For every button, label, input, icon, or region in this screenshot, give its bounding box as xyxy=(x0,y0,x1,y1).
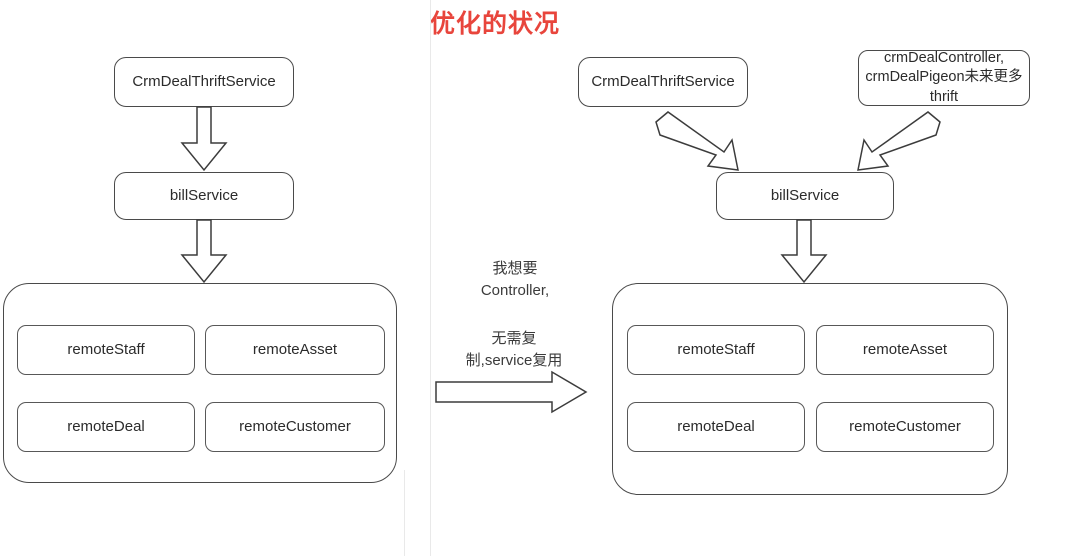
right-remoteasset-box[interactable]: remoteAsset xyxy=(816,325,994,375)
block-arrow-right-icon xyxy=(435,370,588,416)
right-remotestaff-label: remoteStaff xyxy=(677,341,755,359)
right-crmdealcontroller-box[interactable]: crmDealController, crmDealPigeon未来更多 thr… xyxy=(858,50,1030,106)
page-title: 优化的状况 xyxy=(430,10,561,38)
left-remoteasset-label: remoteAsset xyxy=(252,341,338,359)
left-remotestaff-box[interactable]: remoteStaff xyxy=(17,325,195,375)
right-billservice-box[interactable]: billService xyxy=(716,172,894,220)
block-arrow-down-icon-left-2 xyxy=(176,219,232,284)
left-remotecustomer-box[interactable]: remoteCustomer xyxy=(205,402,385,452)
right-crmdealthriftservice-label: CrmDealThriftService xyxy=(591,73,735,91)
left-remotestaff-label: remoteStaff xyxy=(67,341,145,359)
left-remotedeal-box[interactable]: remoteDeal xyxy=(17,402,195,452)
block-arrow-down-icon-right xyxy=(776,219,832,284)
left-billservice-label: billService xyxy=(169,187,239,205)
block-arrow-down-icon-left-1 xyxy=(176,106,232,172)
annotation-no-copy-reuse: 无需复 制,service复用 xyxy=(465,330,563,369)
right-billservice-label: billService xyxy=(770,187,840,205)
left-remotedeal-label: remoteDeal xyxy=(67,418,145,436)
left-remote-service-group: remoteStaff remoteAsset remoteDeal remot… xyxy=(3,283,397,483)
left-remoteasset-box[interactable]: remoteAsset xyxy=(205,325,385,375)
right-remotecustomer-box[interactable]: remoteCustomer xyxy=(816,402,994,452)
left-crmdealthriftservice-box[interactable]: CrmDealThriftService xyxy=(114,57,294,107)
right-remotestaff-box[interactable]: remoteStaff xyxy=(627,325,805,375)
panel-divider-right xyxy=(430,0,431,556)
right-remotedeal-label: remoteDeal xyxy=(677,418,755,436)
right-crmdealthriftservice-box[interactable]: CrmDealThriftService xyxy=(578,57,748,107)
right-remotecustomer-label: remoteCustomer xyxy=(849,418,961,436)
block-arrow-down-right-icon xyxy=(652,110,748,176)
left-remotecustomer-label: remoteCustomer xyxy=(239,418,351,436)
right-remote-service-group: remoteStaff remoteAsset remoteDeal remot… xyxy=(612,283,1008,495)
panel-divider-left xyxy=(404,470,405,556)
left-crmdealthriftservice-label: CrmDealThriftService xyxy=(132,73,276,91)
left-billservice-box[interactable]: billService xyxy=(114,172,294,220)
right-remotedeal-box[interactable]: remoteDeal xyxy=(627,402,805,452)
block-arrow-down-left-icon xyxy=(848,110,944,176)
right-remoteasset-label: remoteAsset xyxy=(862,341,948,359)
annotation-want-controller: 我想要 Controller, xyxy=(480,260,550,299)
